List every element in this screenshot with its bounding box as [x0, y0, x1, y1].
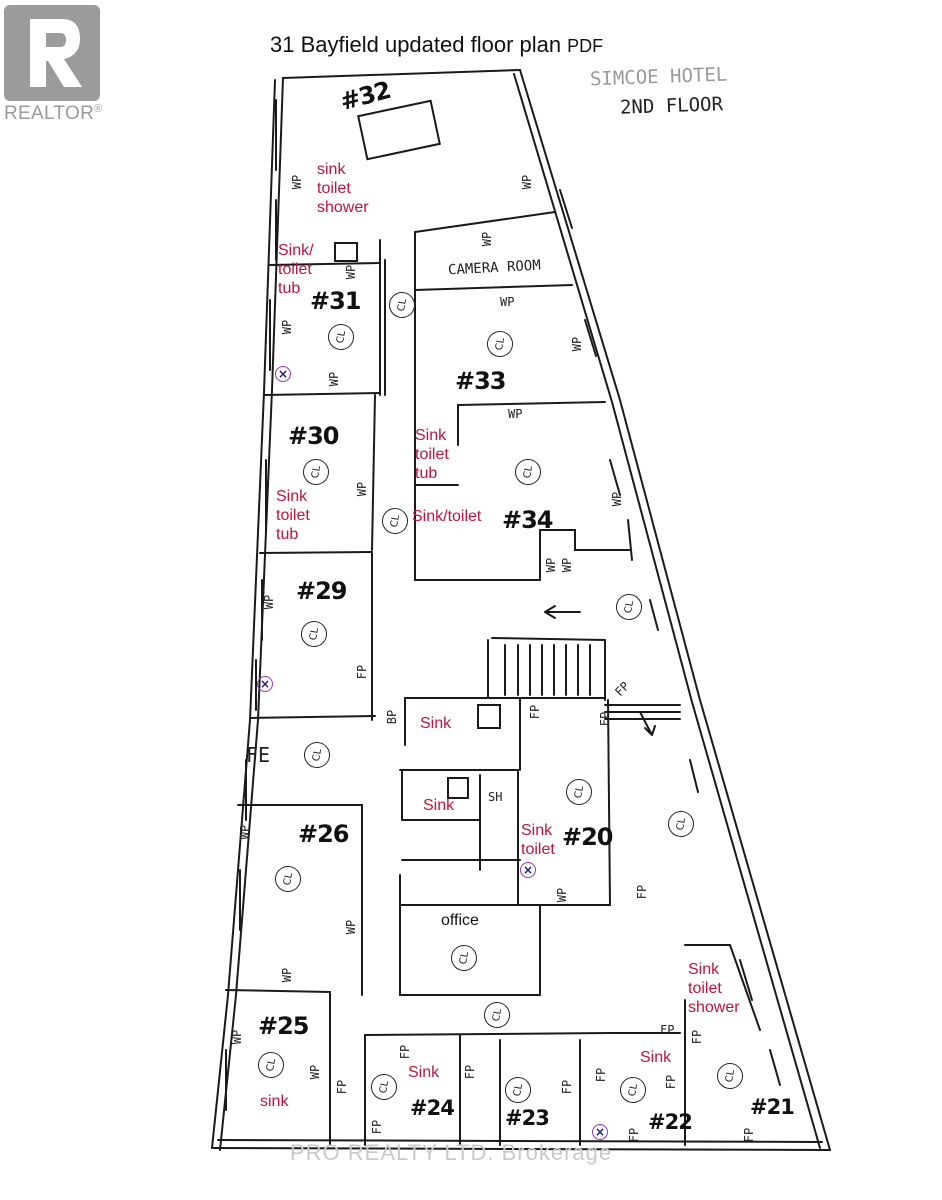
outer-wall-top: [282, 69, 521, 79]
room-number-22: #22: [648, 1110, 693, 1134]
realtor-wordmark: REALTOR®: [4, 103, 103, 124]
annotation-wp: WP: [560, 557, 575, 573]
annotation-wp: WP: [508, 407, 523, 421]
room-number-26: #26: [298, 820, 350, 848]
room-number-21: #21: [750, 1095, 795, 1119]
annotation-fp: FP: [664, 1074, 679, 1090]
realtor-logo: REALTOR®: [4, 5, 104, 125]
fixtures-room-20: Sink toilet: [521, 822, 555, 858]
fire-extinguisher-label: FE: [246, 743, 271, 767]
room-number-23: #23: [505, 1106, 550, 1130]
annotation-fp: FP: [742, 1127, 757, 1143]
outer-wall-right: [519, 69, 831, 1151]
fixtures-room-30: Sink toilet tub: [276, 488, 310, 543]
annotation-fp: FP: [463, 1064, 478, 1080]
fixtures-room-33: Sink toilet tub: [415, 427, 449, 482]
marker-x-icon: ×: [275, 366, 291, 382]
outer-wall-left-inner: [211, 79, 276, 1149]
fixtures-room-21: Sink toilet shower: [688, 961, 740, 1016]
annotation-wp: WP: [262, 594, 277, 610]
annotation-wp: WP: [238, 824, 253, 840]
room-number-25: #25: [258, 1012, 310, 1040]
fixtures-room-34: Sink/toilet: [412, 508, 482, 525]
marker-x-icon: ×: [592, 1124, 608, 1140]
annotation-fp: FP: [398, 1044, 413, 1060]
annotation-wp: WP: [610, 491, 625, 507]
fixtures-center-top: Sink: [420, 715, 452, 732]
annotation-fp: FP: [335, 1079, 350, 1095]
annotation-wp: WP: [230, 1029, 245, 1045]
annotation-wp: WP: [344, 919, 359, 935]
annotation-fp: FP: [690, 1029, 705, 1045]
floor-label: 2ND FLOOR: [619, 93, 724, 119]
room-number-34: #34: [502, 506, 554, 534]
room-number-29: #29: [296, 577, 348, 605]
annotation-fp: FP: [660, 1023, 675, 1037]
annotation-wp: WP: [520, 174, 535, 190]
marker-x-icon: ×: [520, 862, 536, 878]
annotation-bp: BP: [385, 709, 400, 725]
annotation-wp: WP: [500, 295, 515, 309]
fixtures-room-31: Sink/ toilet tub: [278, 242, 314, 297]
office-label: office: [441, 912, 479, 929]
fixtures-room-22: Sink: [640, 1049, 672, 1066]
annotation-fp: FP: [528, 704, 543, 720]
annotation-wp: WP: [570, 336, 585, 352]
annotation-wp: WP: [544, 557, 559, 573]
room-number-33: #33: [455, 367, 507, 395]
annotation-sh: SH: [488, 790, 503, 804]
realtor-r-mark-icon: [4, 5, 100, 101]
fixtures-room-32: sink toilet shower: [317, 161, 369, 216]
pdf-label: PDF: [567, 36, 604, 56]
annotation-wp: WP: [344, 264, 359, 280]
room-number-30: #30: [288, 422, 340, 450]
room-number-31: #31: [310, 287, 362, 315]
room-number-20: #20: [562, 823, 614, 851]
room-number-24: #24: [410, 1096, 455, 1120]
brokerage-watermark: PRO REALTY LTD. Brokerage: [290, 1140, 613, 1165]
outer-wall-bottom: [211, 1147, 831, 1151]
annotation-wp: WP: [480, 231, 495, 247]
annotation-wp: WP: [280, 967, 295, 983]
annotation-wp: WP: [555, 887, 570, 903]
annotation-wp: WP: [290, 174, 305, 190]
annotation-fp: FP: [598, 711, 613, 727]
marker-x-icon: ×: [257, 676, 273, 692]
annotation-fp: FP: [627, 1127, 642, 1143]
fixtures-room-25: sink: [260, 1093, 289, 1110]
outer-wall-right-inner: [513, 73, 821, 1149]
fixtures-center-mid: Sink: [423, 797, 455, 814]
annotation-wp: WP: [280, 319, 295, 335]
annotation-fp: FP: [594, 1067, 609, 1083]
annotation-fp: FP: [635, 884, 650, 900]
outer-wall-left: [219, 77, 284, 1151]
annotation-wp: WP: [308, 1064, 323, 1080]
annotation-wp: WP: [355, 481, 370, 497]
annotation-fp: FP: [370, 1119, 385, 1135]
fixtures-room-24: Sink: [408, 1064, 440, 1081]
annotation-fp: FP: [355, 664, 370, 680]
annotation-fp: FP: [560, 1079, 575, 1095]
annotation-wp: WP: [327, 371, 342, 387]
